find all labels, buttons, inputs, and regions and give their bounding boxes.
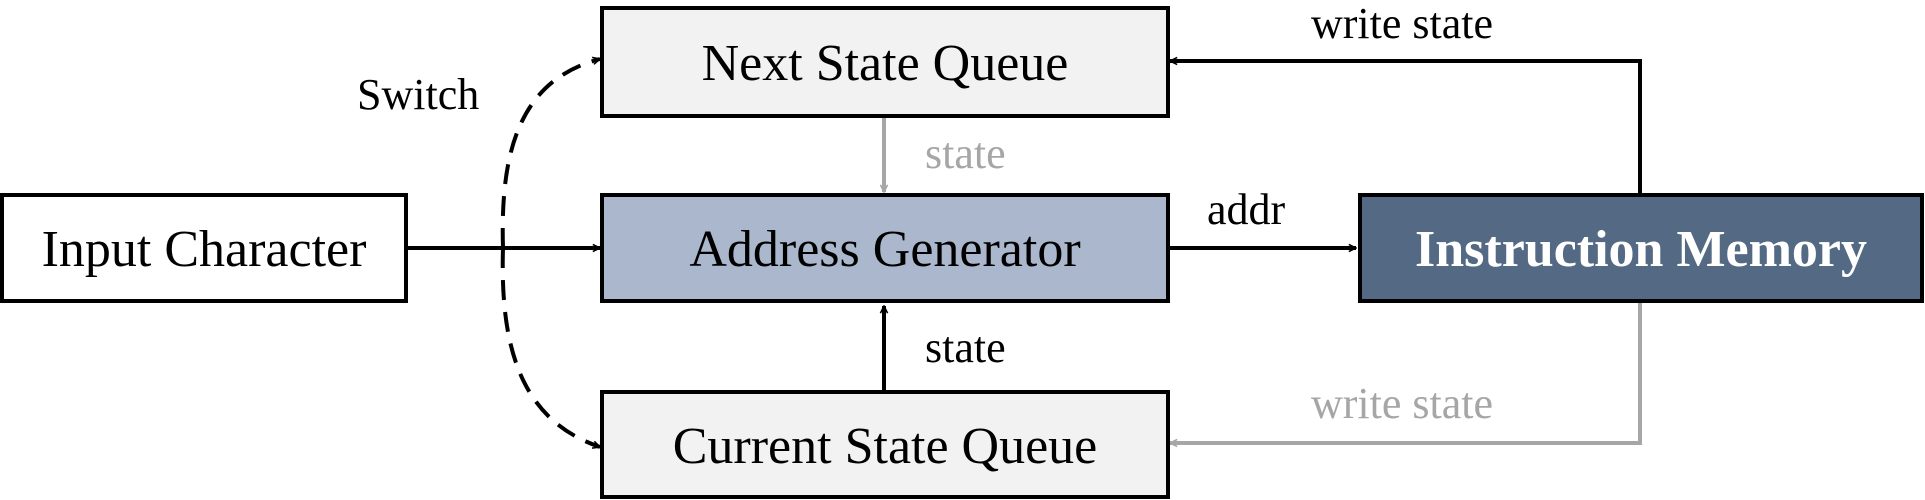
next-to-address-label: state	[925, 129, 1006, 178]
current-state-queue-label: Current State Queue	[673, 418, 1098, 475]
memory-to-next-label: write state	[1311, 0, 1493, 48]
instruction-memory-label: Instruction Memory	[1415, 221, 1867, 278]
switch-label: Switch	[357, 70, 479, 119]
input-character-box: Input Character	[0, 193, 408, 303]
switch-dashed-arrow-bottom	[500, 247, 600, 449]
switch-dashed-arrow-top	[500, 59, 600, 249]
next-state-queue-box: Next State Queue	[600, 6, 1170, 118]
memory-to-current-label: write state	[1311, 379, 1493, 428]
next-state-queue-label: Next State Queue	[702, 35, 1069, 92]
address-generator-box: Address Generator	[600, 193, 1170, 303]
current-state-queue-box: Current State Queue	[600, 390, 1170, 499]
memory-to-current-arrow	[1170, 302, 1642, 443]
address-to-memory-label: addr	[1207, 185, 1286, 234]
memory-to-next-arrow	[1170, 61, 1642, 195]
instruction-memory-box: Instruction Memory	[1358, 193, 1924, 303]
input-character-label: Input Character	[42, 221, 367, 278]
address-generator-label: Address Generator	[689, 221, 1080, 278]
current-to-address-label: state	[925, 323, 1006, 372]
